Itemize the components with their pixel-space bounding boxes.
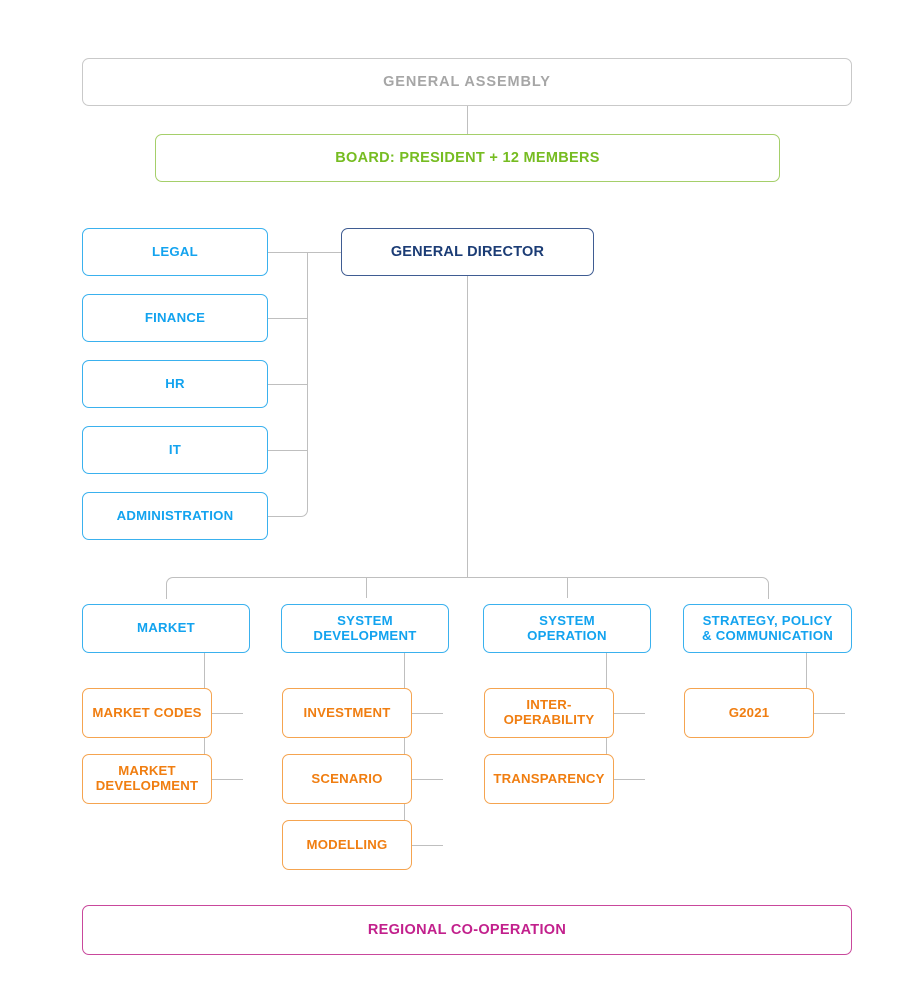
connector-stub-scenario <box>405 778 443 780</box>
connector-director-to-staff-trunk <box>307 251 341 253</box>
node-system-development[interactable]: SYSTEM DEVELOPMENT <box>281 604 449 653</box>
node-hr[interactable]: HR <box>82 360 268 408</box>
node-label: ADMINISTRATION <box>116 507 234 523</box>
node-label: MARKET <box>137 620 195 636</box>
node-label-line1: SYSTEM <box>539 612 595 628</box>
connector-department-bus-left <box>166 577 468 599</box>
connector-drop-system-operation <box>567 578 568 598</box>
node-finance[interactable]: FINANCE <box>82 294 268 342</box>
connector-assembly-board <box>466 106 468 135</box>
node-board[interactable]: BOARD: PRESIDENT + 12 MEMBERS <box>155 134 780 182</box>
node-label-line2: OPERATION <box>527 627 607 643</box>
node-system-operation[interactable]: SYSTEM OPERATION <box>483 604 651 653</box>
connector-stub-legal <box>268 251 308 253</box>
node-label-line1: STRATEGY, POLICY <box>702 612 833 628</box>
connector-stub-interoperability <box>607 712 645 714</box>
node-label: SCENARIO <box>311 770 383 786</box>
node-label: INVESTMENT <box>303 704 391 720</box>
node-label-line2: & COMMUNICATION <box>702 627 833 643</box>
node-label-line2: DEVELOPMENT <box>313 627 417 643</box>
node-strategy-policy-communication[interactable]: STRATEGY, POLICY & COMMUNICATION <box>683 604 852 653</box>
node-label: HR <box>165 375 185 391</box>
node-label: LEGAL <box>152 243 198 259</box>
node-label: MARKET CODES <box>92 704 202 720</box>
node-administration[interactable]: ADMINISTRATION <box>82 492 268 540</box>
connector-stub-finance <box>268 317 308 319</box>
node-label-block: SYSTEM OPERATION <box>527 612 607 644</box>
node-label-line1: MARKET <box>118 763 176 779</box>
node-g2021[interactable]: G2021 <box>684 688 814 738</box>
connector-system-development-trunk <box>404 653 443 846</box>
node-scenario[interactable]: SCENARIO <box>282 754 412 804</box>
node-interoperability[interactable]: INTER- OPERABILITY <box>484 688 614 738</box>
node-label-block: SYSTEM DEVELOPMENT <box>313 612 417 644</box>
connector-stub-investment <box>405 712 443 714</box>
connector-director-spine <box>466 276 468 577</box>
node-label: IT <box>168 441 182 457</box>
node-transparency[interactable]: TRANSPARENCY <box>484 754 614 804</box>
node-label: TRANSPARENCY <box>493 770 605 786</box>
node-label-line1: INTER- <box>526 697 572 713</box>
node-label-block: INTER- OPERABILITY <box>503 697 595 728</box>
connector-strategy-trunk <box>806 653 845 714</box>
node-label: GENERAL ASSEMBLY <box>383 73 551 90</box>
node-label-block: MARKET DEVELOPMENT <box>95 763 199 794</box>
node-legal[interactable]: LEGAL <box>82 228 268 276</box>
node-market[interactable]: MARKET <box>82 604 250 653</box>
node-label-line2: OPERABILITY <box>503 712 595 727</box>
node-it[interactable]: IT <box>82 426 268 474</box>
node-modelling[interactable]: MODELLING <box>282 820 412 870</box>
connector-drop-system-development <box>366 578 367 598</box>
node-general-director[interactable]: GENERAL DIRECTOR <box>341 228 594 276</box>
node-general-assembly[interactable]: GENERAL ASSEMBLY <box>82 58 852 106</box>
node-label: G2021 <box>728 704 770 720</box>
node-investment[interactable]: INVESTMENT <box>282 688 412 738</box>
node-label: MODELLING <box>306 836 388 852</box>
node-label-line2: DEVELOPMENT <box>95 778 199 793</box>
node-market-codes[interactable]: MARKET CODES <box>82 688 212 738</box>
connector-stub-it <box>268 449 308 451</box>
node-label-block: STRATEGY, POLICY & COMMUNICATION <box>702 612 833 644</box>
node-regional-cooperation[interactable]: REGIONAL CO-OPERATION <box>82 905 852 955</box>
connector-department-bus-right <box>467 577 769 599</box>
node-label: BOARD: PRESIDENT + 12 MEMBERS <box>335 149 600 166</box>
connector-staff-trunk <box>268 252 308 517</box>
node-market-development[interactable]: MARKET DEVELOPMENT <box>82 754 212 804</box>
node-label-line1: SYSTEM <box>337 612 393 628</box>
connector-stub-hr <box>268 383 308 385</box>
node-label: FINANCE <box>144 309 206 325</box>
node-label: GENERAL DIRECTOR <box>390 243 545 260</box>
connector-stub-market-codes <box>205 712 243 714</box>
node-label: REGIONAL CO-OPERATION <box>367 921 567 938</box>
